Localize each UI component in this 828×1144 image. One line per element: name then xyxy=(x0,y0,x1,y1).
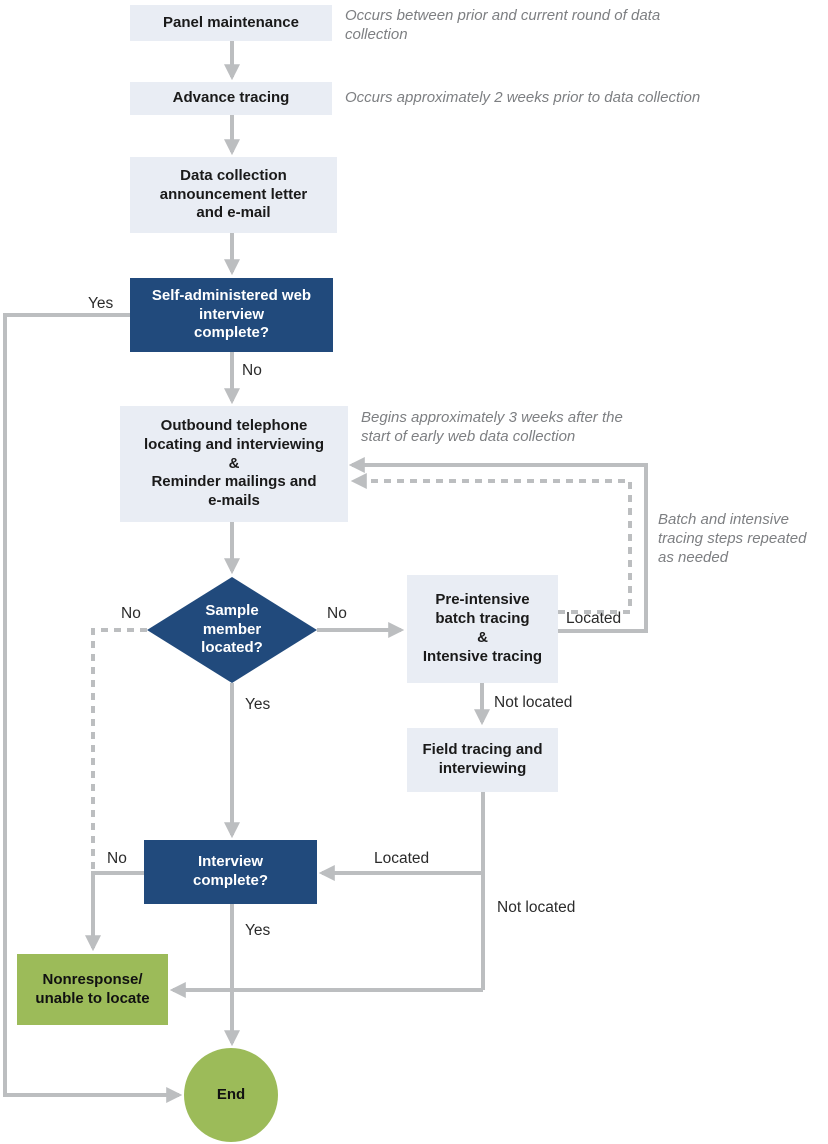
label-diamond-no-left: No xyxy=(121,605,141,622)
node-outbound-telephone: Outbound telephone locating and intervie… xyxy=(120,406,348,522)
node-interview-complete: Interview complete? xyxy=(144,840,317,904)
node-pre-intensive-tracing: Pre-intensive batch tracing & Intensive … xyxy=(407,575,558,683)
edge-located-return-solid xyxy=(348,457,648,633)
node-nonresponse: Nonresponse/ unable to locate xyxy=(17,954,168,1025)
edge-interview-no-to-nonresponse xyxy=(85,871,145,952)
edge-located-return-dashed xyxy=(350,473,632,614)
node-field-tracing: Field tracing and interviewing xyxy=(407,728,558,792)
edge-web-yes-to-end xyxy=(3,313,183,1103)
label-diamond-no-right: No xyxy=(327,605,347,622)
label-web-no: No xyxy=(242,362,262,379)
node-data-collection-letter: Data collection announcement letter and … xyxy=(130,157,337,233)
label-interview-no: No xyxy=(107,850,127,867)
note-advance-tracing: Occurs approximately 2 weeks prior to da… xyxy=(345,89,701,106)
label-interview-yes: Yes xyxy=(245,922,271,939)
node-end: End xyxy=(184,1048,278,1142)
note-tracing-loop: Batch and intensive tracing steps repeat… xyxy=(658,511,807,566)
label-diamond-yes: Yes xyxy=(245,696,271,713)
label-batch-not-located: Not located xyxy=(494,694,573,711)
node-web-interview-complete: Self-administered web interview complete… xyxy=(130,278,333,352)
decision-diamond-shape xyxy=(147,577,317,683)
label-return-located: Located xyxy=(566,610,622,627)
edge-diamond-no-dashed-down xyxy=(91,628,147,873)
note-panel-maintenance: Occurs between prior and current round o… xyxy=(345,7,661,43)
node-sample-member-located: Sample member located? xyxy=(201,601,263,657)
label-field-not-located: Not located xyxy=(497,899,576,916)
label-web-yes: Yes xyxy=(88,295,114,312)
node-advance-tracing: Advance tracing xyxy=(130,82,332,115)
note-outbound: Begins approximately 3 weeks after the s… xyxy=(361,409,623,445)
node-panel-maintenance: Panel maintenance xyxy=(130,5,332,41)
label-field-located: Located xyxy=(374,850,430,867)
